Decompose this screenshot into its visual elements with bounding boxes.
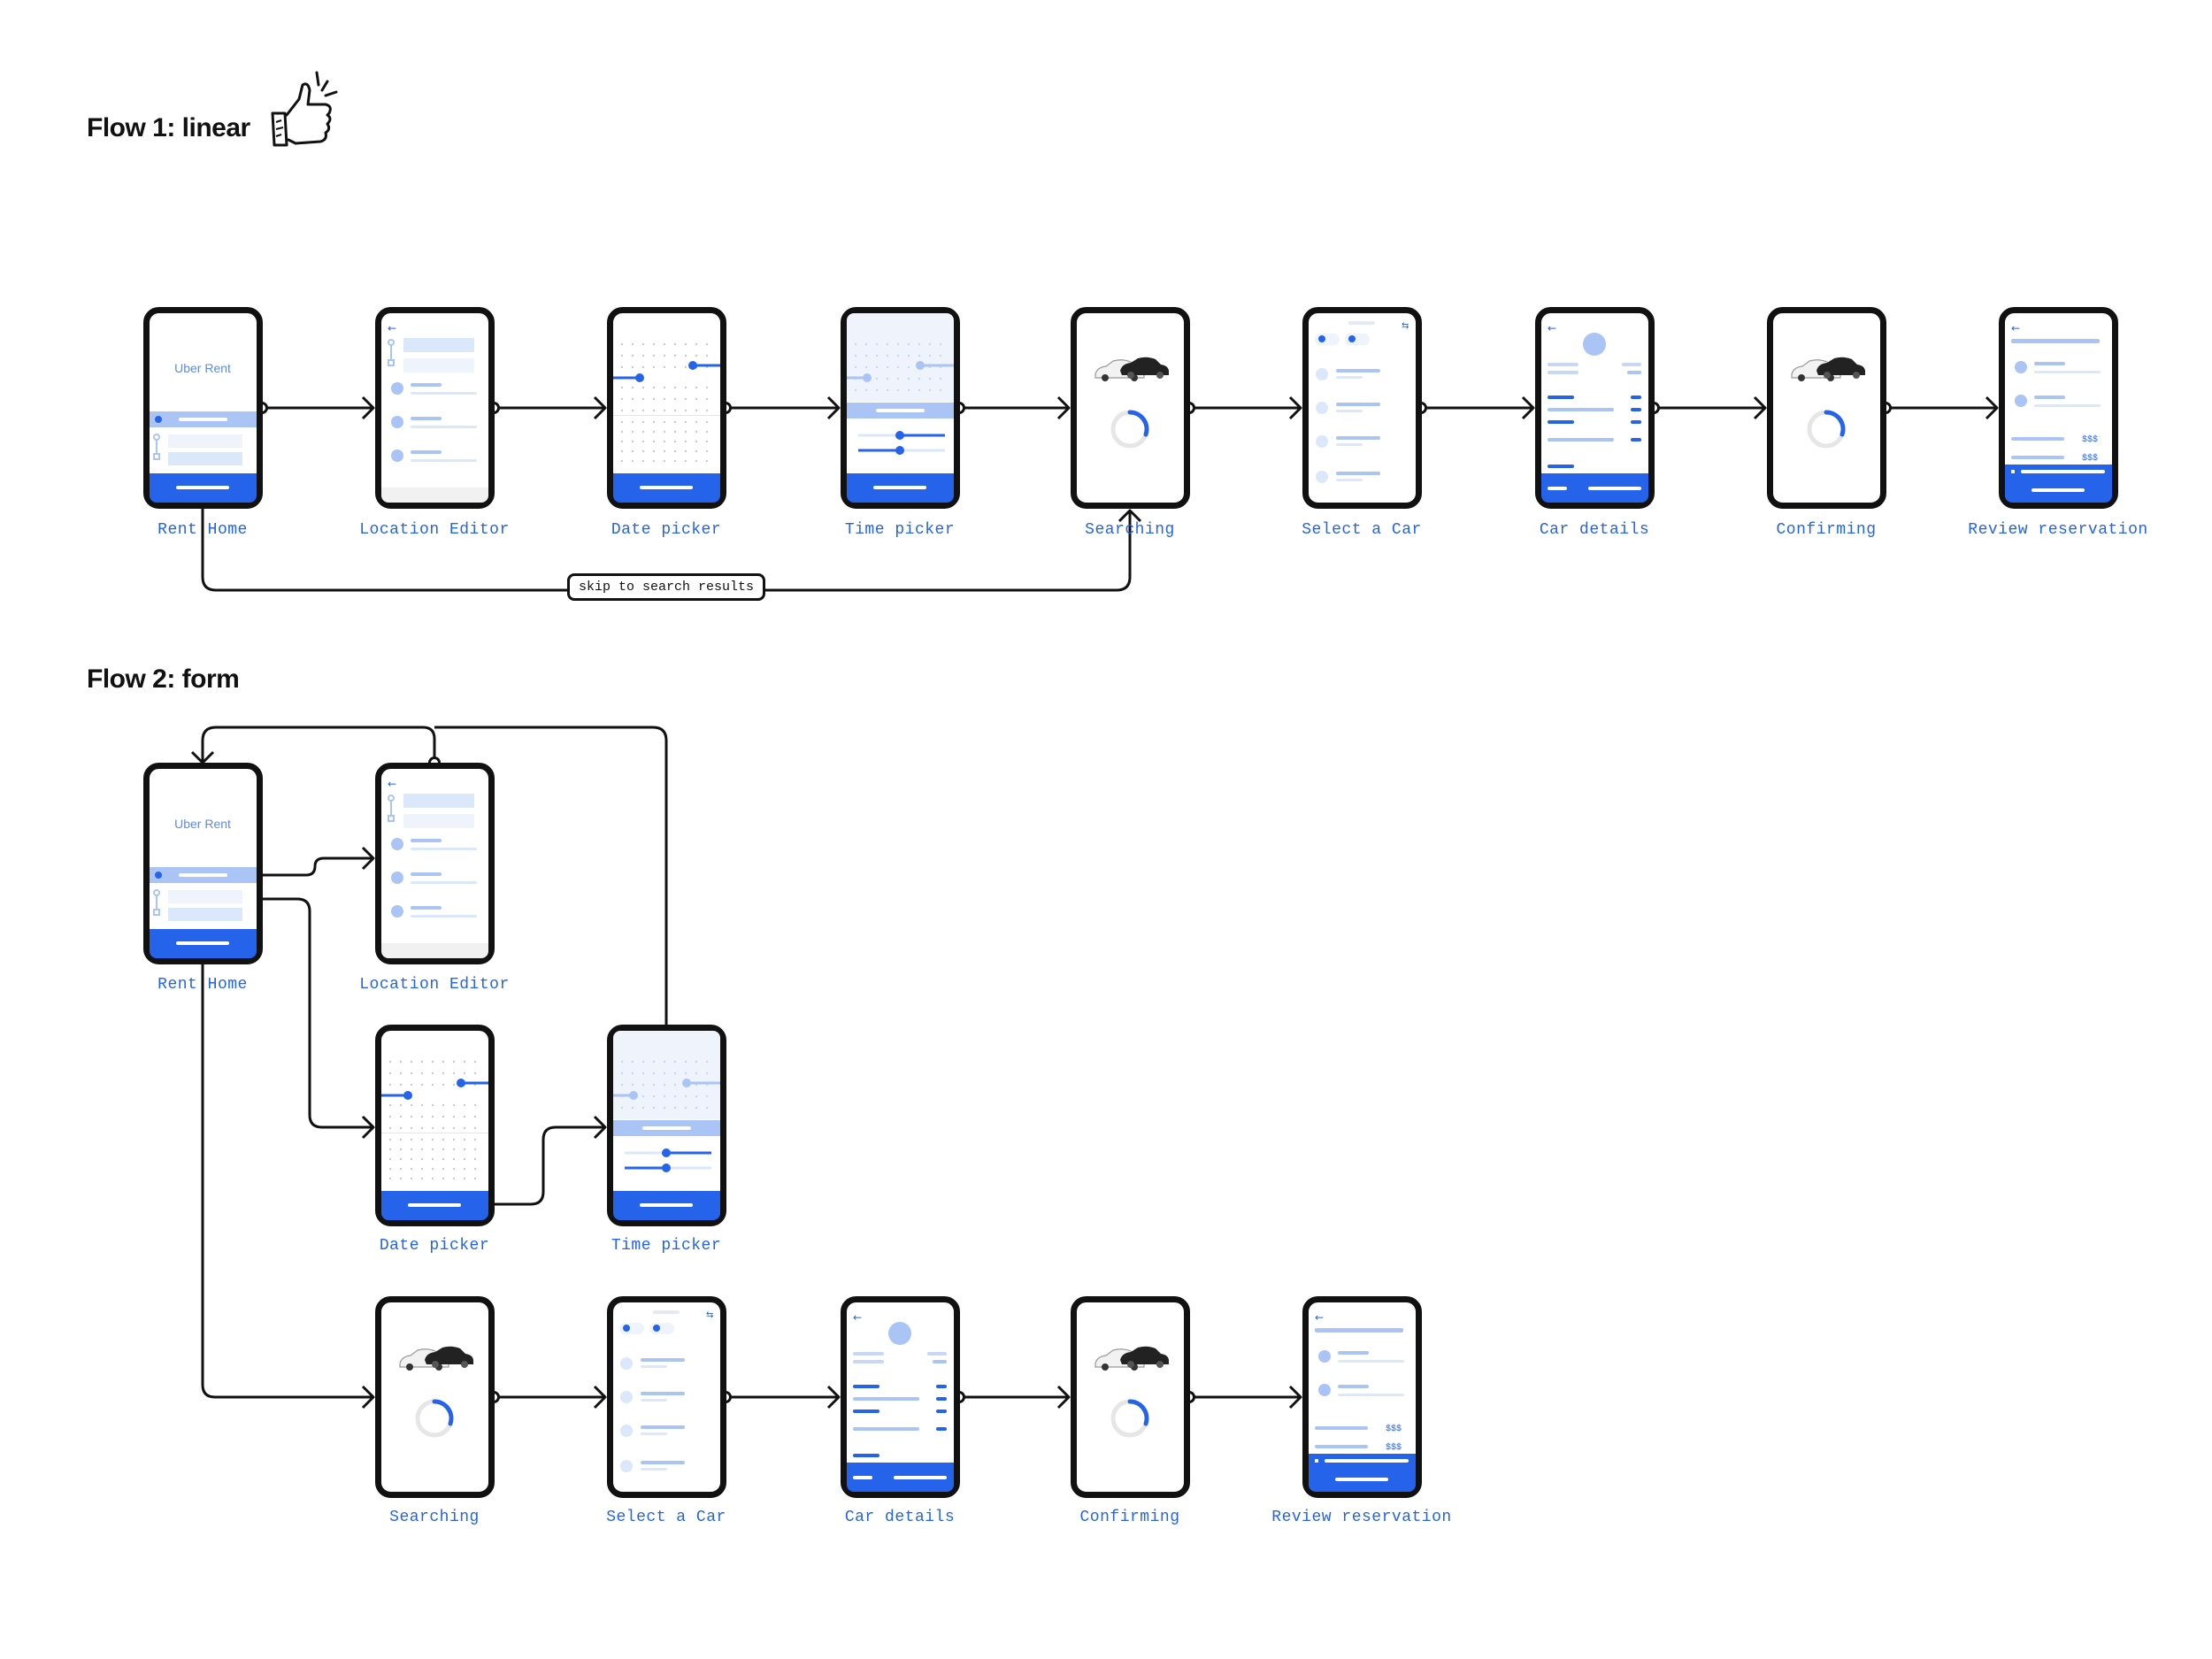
svg-text:$$$: $$$	[2082, 453, 2098, 464]
svg-text:←: ←	[1315, 1311, 1324, 1324]
car-icon	[399, 1346, 473, 1371]
arrow-icon	[1753, 396, 1767, 420]
flow-1-label-select-a-car: Select a Car	[1302, 521, 1422, 539]
flow-1-screen-time-picker	[841, 307, 960, 509]
flow-2-screen-location-editor: ←	[375, 763, 495, 964]
flow-2-label-searching: Searching	[389, 1509, 480, 1526]
svg-text:←: ←	[853, 1311, 862, 1324]
flow-1-screen-review-reservation: ← $$$ $$$	[1999, 307, 2118, 509]
arrow-icon	[826, 1385, 841, 1409]
connector-line	[434, 726, 668, 1192]
arrow-icon	[361, 846, 375, 871]
flow-2-screen-car-details: ←	[841, 1296, 960, 1498]
flow-2-label-review-reservation: Review reservation	[1271, 1509, 1452, 1526]
svg-text:←: ←	[1548, 322, 1556, 334]
svg-text:←: ←	[388, 778, 396, 790]
flow-2-screen-date-picker	[375, 1025, 495, 1226]
arrow-icon	[361, 396, 375, 420]
car-icon	[1791, 357, 1865, 381]
flow-2-screen-searching	[375, 1296, 495, 1498]
flow-1-label-time-picker: Time picker	[844, 521, 956, 539]
svg-text:Uber Rent: Uber Rent	[174, 361, 231, 375]
connector-line	[201, 726, 436, 763]
arrow-icon	[1056, 1385, 1071, 1409]
arrow-icon	[1056, 396, 1071, 420]
flow-1-screen-rent-home: Uber Rent	[143, 307, 263, 509]
flow-1-screen-car-details: ←	[1535, 307, 1655, 509]
arrow-icon	[1521, 396, 1535, 420]
flow-1-label-location-editor: Location Editor	[359, 521, 510, 539]
arrow-icon	[826, 396, 841, 420]
car-icon	[1094, 357, 1169, 381]
arrow-icon	[1288, 396, 1302, 420]
flow-2-title: Flow 2: form	[87, 664, 240, 694]
connector-line	[485, 1125, 605, 1206]
flow-1-label-date-picker: Date picker	[611, 521, 722, 539]
flow-2-label-select-a-car: Select a Car	[606, 1509, 726, 1526]
svg-text:⇆: ⇆	[706, 1310, 713, 1320]
flow-2-screen-select-a-car: ⇆	[607, 1296, 726, 1498]
connector-line	[253, 856, 373, 877]
flow-2-label-date-picker: Date picker	[379, 1237, 490, 1255]
flow-2-label-confirming: Confirming	[1079, 1509, 1180, 1526]
svg-text:$$$: $$$	[2082, 434, 2098, 445]
flow-1-label-confirming: Confirming	[1776, 521, 1877, 539]
connector-line	[201, 956, 373, 1399]
svg-text:←: ←	[388, 322, 396, 334]
flow-1-screen-searching	[1071, 307, 1190, 509]
car-icon	[1094, 1346, 1169, 1371]
svg-text:←: ←	[2011, 322, 2020, 334]
flow-2-screen-review-reservation: ← $$$ $$$	[1302, 1296, 1422, 1498]
svg-text:⇆: ⇆	[1402, 321, 1409, 331]
flow-2-screen-time-picker	[607, 1025, 726, 1226]
arrow-icon	[361, 1115, 375, 1140]
flow-2-label-car-details: Car details	[844, 1509, 956, 1526]
skip-to-search-results-label: skip to search results	[567, 573, 766, 601]
flow-2-label-rent-home: Rent Home	[157, 976, 248, 994]
flow-1-screen-confirming	[1767, 307, 1886, 509]
arrow-icon	[593, 1385, 607, 1409]
arrow-icon	[1985, 396, 1999, 420]
flow-1-title: Flow 1: linear	[87, 113, 250, 142]
arrow-icon	[1288, 1385, 1302, 1409]
svg-text:Uber Rent: Uber Rent	[174, 817, 231, 831]
svg-text:$$$: $$$	[1386, 1442, 1402, 1453]
connector-line	[245, 897, 373, 1129]
thumbs-up-icon	[271, 71, 338, 147]
arrow-icon	[1118, 509, 1142, 523]
flow-2-label-time-picker: Time picker	[611, 1237, 722, 1255]
flow-2-screen-confirming	[1071, 1296, 1190, 1498]
flow-2-screen-rent-home: Uber Rent	[143, 763, 263, 964]
arrow-icon	[361, 1385, 375, 1409]
flow-1-screen-select-a-car: ⇆	[1302, 307, 1422, 509]
flow-1-screen-date-picker	[607, 307, 726, 509]
svg-text:$$$: $$$	[1386, 1424, 1402, 1434]
flow-1-label-rent-home: Rent Home	[157, 521, 248, 539]
flow-1-label-review-reservation: Review reservation	[1968, 521, 2148, 539]
flow-1-label-car-details: Car details	[1539, 521, 1650, 539]
arrow-icon	[593, 1115, 607, 1140]
flow-1-label-searching: Searching	[1085, 521, 1175, 539]
flow-1-screen-location-editor: ←	[375, 307, 495, 509]
arrow-icon	[593, 396, 607, 420]
flow-2-label-location-editor: Location Editor	[359, 976, 510, 994]
